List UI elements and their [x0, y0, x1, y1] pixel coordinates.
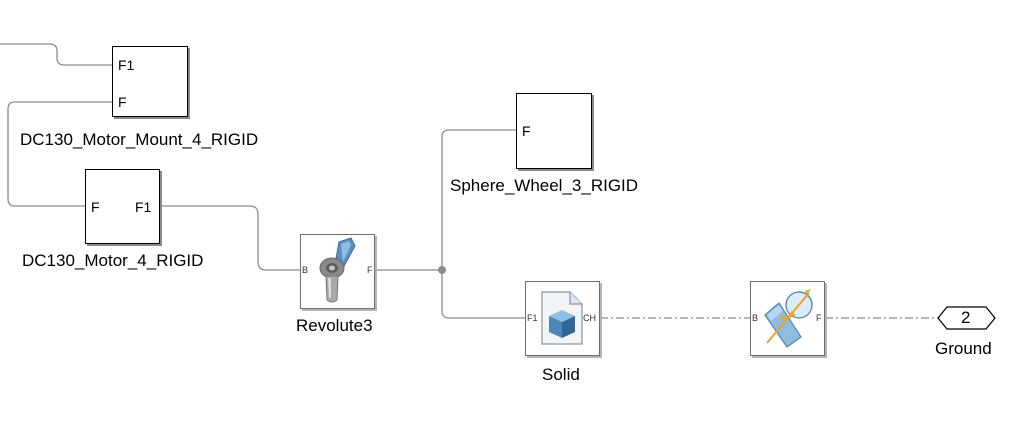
solid-port-ch: CH	[583, 313, 596, 323]
motor-block[interactable]	[85, 169, 160, 244]
solid-cube-icon	[541, 291, 583, 345]
line-motor-to-revolute	[159, 205, 300, 271]
revolute-label: Revolute3	[296, 316, 373, 335]
motor-mount-port-f: F	[118, 94, 127, 110]
line-junction-to-solid	[441, 270, 525, 319]
motor-label: DC130_Motor_4_RIGID	[22, 251, 204, 270]
motor-port-f1: F1	[135, 199, 152, 215]
transform-port-b: B	[752, 313, 759, 323]
branch-junction	[438, 266, 446, 274]
ground-label: Ground	[935, 339, 992, 358]
sphere-wheel-label: Sphere_Wheel_3_RIGID	[450, 176, 639, 195]
ground-tag-shape	[937, 306, 996, 330]
revolute-port-f: F	[367, 265, 373, 275]
solid-port-f1: F1	[527, 313, 538, 323]
transform-port-f: F	[816, 313, 822, 323]
sphere-wheel-port-f: F	[522, 123, 531, 139]
solid-label: Solid	[542, 365, 580, 384]
line-mount-f-to-motor-f	[7, 101, 112, 207]
motor-port-f: F	[91, 199, 100, 215]
line-to-mount-f1	[0, 43, 112, 66]
line-junction-to-sphere	[441, 129, 516, 270]
rigid-transform-icon	[764, 289, 813, 348]
revolute-joint-icon	[319, 237, 356, 303]
motor-mount-port-f1: F1	[118, 57, 135, 73]
revolute-port-b: B	[302, 265, 309, 275]
motor-mount-block[interactable]	[112, 46, 188, 117]
motor-mount-label: DC130_Motor_Mount_4_RIGID	[20, 130, 259, 149]
sphere-wheel-block[interactable]	[516, 93, 592, 169]
ground-port-number: 2	[961, 308, 971, 327]
